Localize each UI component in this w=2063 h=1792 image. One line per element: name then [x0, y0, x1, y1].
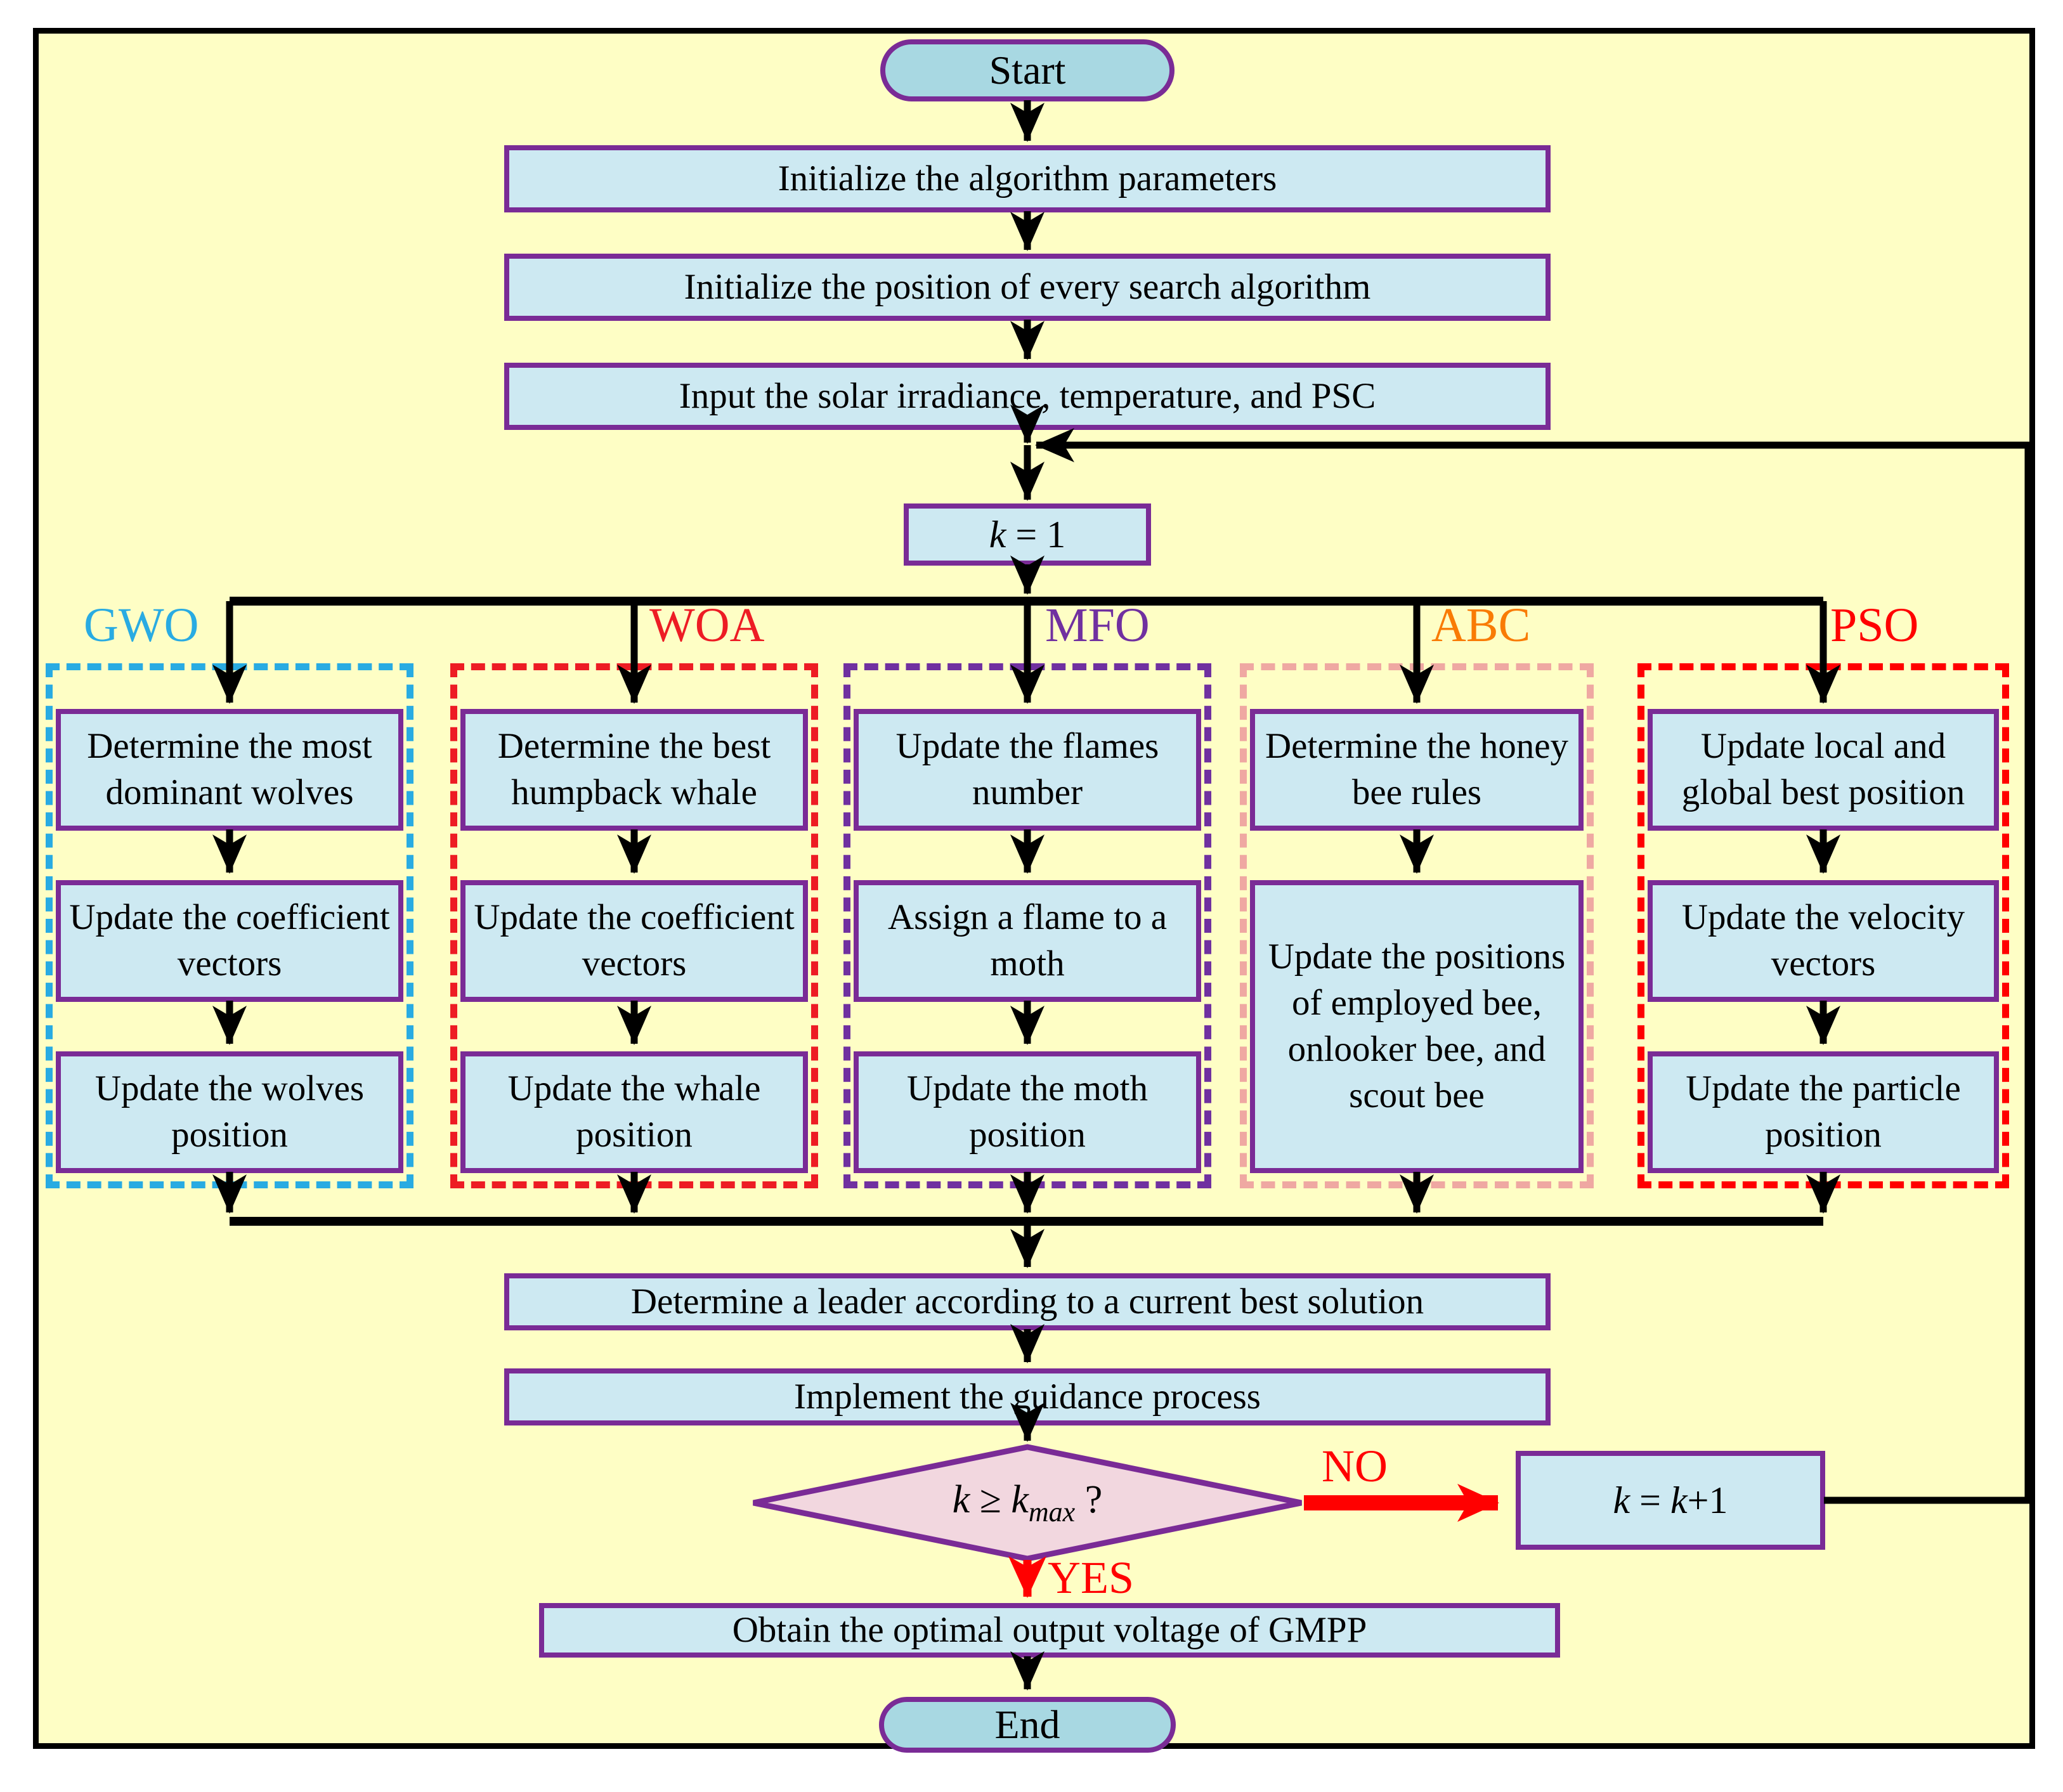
- init-position-node: Initialize the position of every search …: [504, 254, 1551, 321]
- mfo-label: MFO: [1045, 599, 1150, 652]
- decision-k1: k: [952, 1478, 970, 1521]
- k-init-var: k: [989, 513, 1006, 555]
- determine-leader-node: Determine a leader according to a curren…: [504, 1273, 1551, 1330]
- decision-ge: ≥: [979, 1478, 1001, 1521]
- start-node: Start: [880, 39, 1175, 101]
- k-inc-plus: +1: [1687, 1479, 1728, 1521]
- pso-label: PSO: [1830, 599, 1919, 652]
- mfo-step-2: Assign a flame to a moth: [854, 880, 1201, 1002]
- gwo-label: GWO: [84, 599, 199, 652]
- input-solar-node: Input the solar irradiance, temperature,…: [504, 363, 1551, 430]
- k-inc-var2: k: [1670, 1479, 1688, 1521]
- k-init-rest: = 1: [1015, 513, 1066, 555]
- decision-question: ?: [1084, 1478, 1103, 1521]
- mfo-step-3: Update the moth position: [854, 1051, 1201, 1173]
- decision-node: k ≥ kmax ?: [824, 1458, 1230, 1547]
- pso-step-1: Update local and global best position: [1648, 709, 1999, 831]
- guidance-process-node: Implement the guidance process: [504, 1368, 1551, 1425]
- no-label: NO: [1322, 1441, 1388, 1491]
- abc-label: ABC: [1431, 599, 1531, 652]
- k-increment-node: k = k+1: [1516, 1451, 1825, 1550]
- woa-step-2: Update the coefficient vectors: [460, 880, 808, 1002]
- end-node: End: [879, 1697, 1176, 1753]
- obtain-voltage-node: Obtain the optimal output voltage of GMP…: [539, 1603, 1560, 1658]
- gwo-step-2: Update the coefficient vectors: [56, 880, 403, 1002]
- k-inc-eq: =: [1639, 1479, 1661, 1521]
- woa-step-1: Determine the best humpback whale: [460, 709, 808, 831]
- woa-label: WOA: [649, 599, 765, 652]
- mfo-step-1: Update the flames number: [854, 709, 1201, 831]
- pso-step-3: Update the particle position: [1648, 1051, 1999, 1173]
- abc-step-1: Determine the honey bee rules: [1250, 709, 1584, 831]
- init-parameters-node: Initialize the algorithm parameters: [504, 145, 1551, 212]
- decision-sub: max: [1028, 1497, 1076, 1528]
- decision-k2: k: [1011, 1478, 1029, 1521]
- yes-label: YES: [1048, 1552, 1135, 1603]
- gwo-step-1: Determine the most dominant wolves: [56, 709, 403, 831]
- k-inc-var1: k: [1613, 1479, 1630, 1521]
- gwo-step-3: Update the wolves position: [56, 1051, 403, 1173]
- pso-step-2: Update the velocity vectors: [1648, 880, 1999, 1002]
- k-init-node: k = 1: [904, 503, 1151, 566]
- woa-step-3: Update the whale position: [460, 1051, 808, 1173]
- abc-step-2: Update the positions of employed bee, on…: [1250, 880, 1584, 1173]
